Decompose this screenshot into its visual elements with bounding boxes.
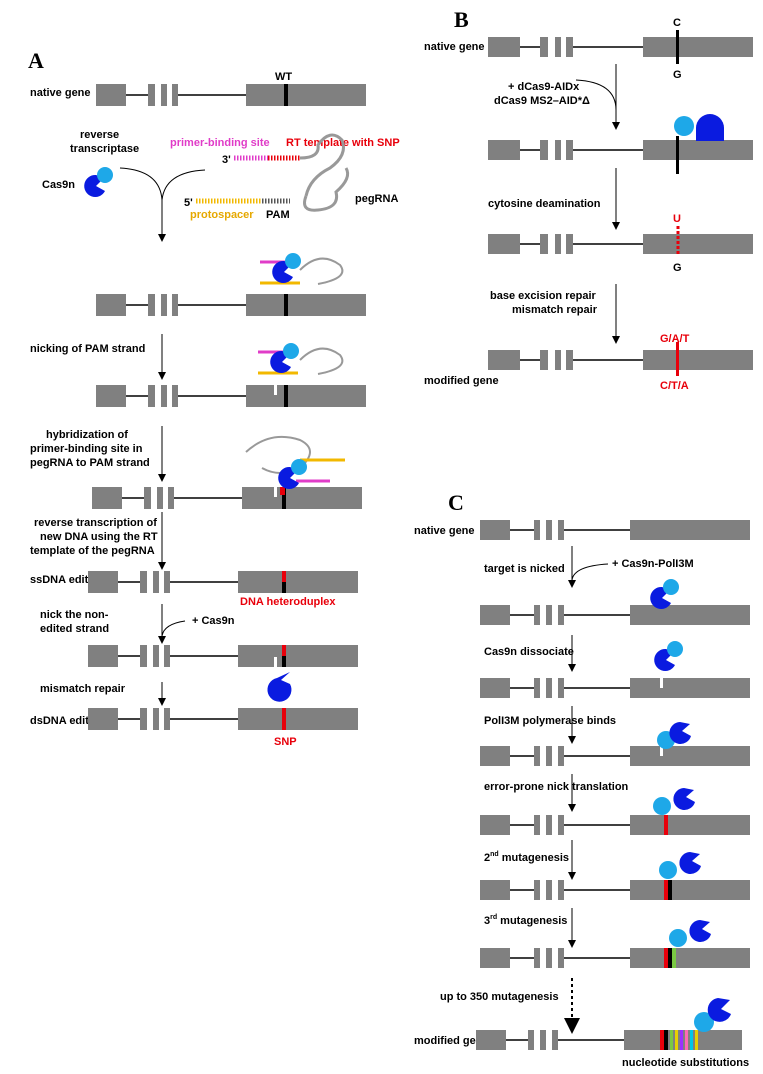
a-hyb-label-1: hybridization of (46, 429, 128, 441)
c-gene-dissociated (479, 677, 751, 699)
panel-c-letter: C (448, 490, 464, 515)
a-rt-label-1: reverse transcription of (34, 517, 157, 529)
a-protospacer-label: protospacer (190, 209, 254, 221)
b-modified-gene-label: modified gene (424, 375, 499, 387)
a-snp-label: SNP (274, 736, 297, 748)
a-gene-hybridized (91, 486, 363, 510)
a-mismatch-label: mismatch repair (40, 683, 126, 695)
c-reagent-label: + Cas9n-PolI3M (612, 558, 694, 570)
c-gene-nicked (479, 604, 751, 626)
a-merge-left (119, 167, 163, 201)
b-repair-label-1: base excision repair (490, 290, 596, 302)
c-dissociate-label: Cas9n dissociate (484, 646, 574, 658)
b-gene-modified (488, 350, 753, 370)
a-wt-marker (284, 84, 288, 106)
b-g-label: G (673, 69, 682, 81)
a-gene-dsdna (87, 707, 359, 731)
c-cas9n-dissociating (654, 641, 683, 671)
c-modified-gene-label: modified gene (414, 1035, 489, 1047)
b-c-label: C (673, 17, 681, 29)
c-gene-m2 (479, 879, 751, 901)
a-cas9n-label: Cas9n (42, 179, 75, 191)
a-cas9n-free (267, 672, 292, 702)
c-target-nicked-label: target is nicked (484, 563, 565, 575)
a-nick-label-1: nick the non- (40, 609, 109, 621)
a-gene-nicked (95, 384, 367, 408)
a-gene-nicked-2 (87, 644, 359, 668)
c-gene-modified (476, 1030, 742, 1050)
c-pol-complex-3 (659, 852, 701, 879)
a-gene-ssdna (87, 570, 359, 594)
c-gene-m3 (479, 947, 751, 969)
b-dcas9-icon (696, 114, 724, 141)
a-pegrna-label: pegRNA (355, 193, 398, 205)
a-primer-binding-label: primer-binding site (170, 137, 270, 149)
b-native-gene-label: native gene (424, 41, 485, 53)
a-ssdna-label: ssDNA edited (30, 574, 101, 586)
a-hyb-label-3: pegRNA to PAM strand (30, 457, 150, 469)
b-reagent-label-2: dCas9 MS2–AID*Δ (494, 95, 590, 107)
a-transcriptase-label: transcriptase (70, 143, 139, 155)
b-repair-label-2: mismatch repair (512, 304, 598, 316)
c-up-to-label: up to 350 mutagenesis (440, 991, 559, 1003)
a-merge-right (161, 169, 206, 201)
a-hyb-label-2: primer-binding site in (30, 443, 143, 455)
a-wt-label: WT (275, 71, 292, 83)
c-substitutions-label: nucleotide substitutions (622, 1057, 749, 1069)
b-gene-bound (488, 140, 753, 160)
b-g2-label: G (673, 262, 682, 274)
c-substitution-bars (660, 1030, 698, 1050)
b-bottom-bases-label: C/T/A (660, 380, 689, 392)
c-cas9n-bound (650, 579, 679, 609)
c-pol-complex-final (694, 998, 731, 1032)
a-nick-label-2: edited strand (40, 623, 109, 635)
a-rt-label-2: new DNA using the RT (40, 531, 158, 543)
c-pol-complex-1 (657, 722, 691, 749)
b-cg-marker (676, 30, 679, 64)
a-reverse-label: reverse (80, 129, 119, 141)
c-gene-translated (479, 814, 751, 836)
c-polymerase-binds-label: PolI3M polymerase binds (484, 715, 616, 727)
a-heteroduplex-label: DNA heteroduplex (240, 596, 336, 608)
b-modified-marker (676, 342, 679, 376)
panel-a-letter: A (28, 48, 44, 73)
a-cas9n-complex-1 (272, 253, 301, 283)
c-native-gene-label: native gene (414, 525, 475, 537)
cas9n-icon (84, 167, 113, 197)
b-aid-icon (674, 116, 694, 136)
c-gene-native (479, 519, 751, 541)
c-nick-translation-label: error-prone nick translation (484, 781, 629, 793)
a-pam-label: PAM (266, 209, 290, 221)
a-pegrna-hairpin (299, 133, 345, 197)
a-dsdna-label: dsDNA edited (30, 715, 102, 727)
a-cas9n-complex-3 (278, 459, 307, 489)
c-pol-complex-4 (669, 920, 711, 947)
a-gene-bound (95, 293, 367, 317)
b-top-bases-label: G/A/T (660, 333, 690, 345)
c-gene-pol-bound (479, 745, 751, 767)
a-plus-cas9n-label: + Cas9n (192, 615, 235, 627)
a-nicking-label: nicking of PAM strand (30, 343, 145, 355)
a-native-gene-label: native gene (30, 87, 91, 99)
b-u-label: U (673, 213, 681, 225)
c-pol-complex-2 (653, 788, 695, 815)
a-rt-label-3: template of the pegRNA (30, 545, 155, 557)
a-five-prime-label: 5' (184, 197, 193, 209)
b-gene-deaminated (488, 234, 753, 254)
a-three-prime-label: 3' (222, 154, 231, 166)
c-mutagenesis-3-label: 3rd mutagenesis (484, 914, 567, 927)
b-deamination-label: cytosine deamination (488, 198, 601, 210)
panel-b-letter: B (454, 7, 469, 32)
a-gene-native (95, 83, 367, 107)
b-gene-native (488, 37, 753, 57)
c-mutagenesis-2-label: 2nd mutagenesis (484, 851, 569, 864)
b-reagent-label-1: + dCas9-AIDx (508, 81, 580, 93)
a-cas9n-complex-2 (270, 343, 299, 373)
